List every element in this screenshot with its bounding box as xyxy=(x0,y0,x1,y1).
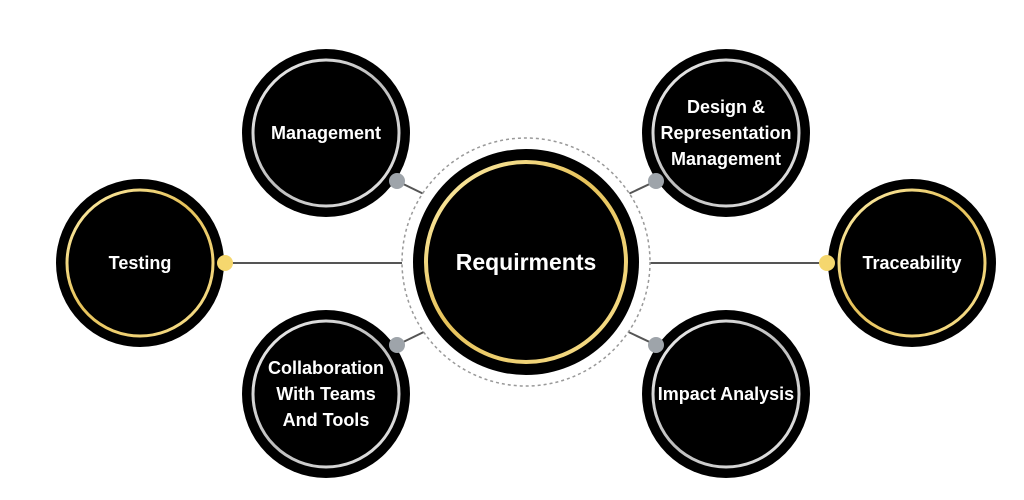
node-management-circle xyxy=(242,49,410,217)
node-impact-ring xyxy=(651,319,801,469)
node-testing-circle xyxy=(56,179,224,347)
node-impact-circle xyxy=(642,310,810,478)
node-traceability: Traceability xyxy=(828,179,996,347)
node-design-label-line: Management xyxy=(671,149,781,169)
center-label: Requirments xyxy=(456,249,597,275)
node-impact-label-line: Impact Analysis xyxy=(658,384,794,404)
node-traceability-circle xyxy=(828,179,996,347)
connector-dot-traceability xyxy=(819,255,835,271)
node-collaboration-label-line: And Tools xyxy=(283,410,370,430)
connector-dot-impact xyxy=(648,337,664,353)
connector-dot-testing xyxy=(217,255,233,271)
node-testing-ring xyxy=(65,188,215,338)
node-design-label-line: Representation xyxy=(660,123,791,143)
node-design-label-line: Design & xyxy=(687,97,765,117)
connector-dot-design xyxy=(648,173,664,189)
node-collaboration-ring xyxy=(251,319,401,469)
connector-dot-management xyxy=(389,173,405,189)
node-traceability-ring xyxy=(837,188,987,338)
node-collaboration-circle xyxy=(242,310,410,478)
node-impact: Impact Analysis xyxy=(642,310,810,478)
center-node: Requirments xyxy=(401,137,651,387)
node-testing: Testing xyxy=(56,179,224,347)
center-gold-ring xyxy=(424,160,628,364)
node-collaboration-label-line: Collaboration xyxy=(268,358,384,378)
center-circle xyxy=(413,149,639,375)
node-traceability-label-line: Traceability xyxy=(862,253,961,273)
node-management-label-line: Management xyxy=(271,123,381,143)
node-management: Management xyxy=(242,49,410,217)
node-testing-label-line: Testing xyxy=(109,253,172,273)
node-design-circle xyxy=(642,49,810,217)
node-collaboration-label-line: With Teams xyxy=(276,384,376,404)
node-design-ring xyxy=(651,58,801,208)
node-management-ring xyxy=(251,58,401,208)
connector-dot-collaboration xyxy=(389,337,405,353)
connector-dots xyxy=(217,173,835,353)
